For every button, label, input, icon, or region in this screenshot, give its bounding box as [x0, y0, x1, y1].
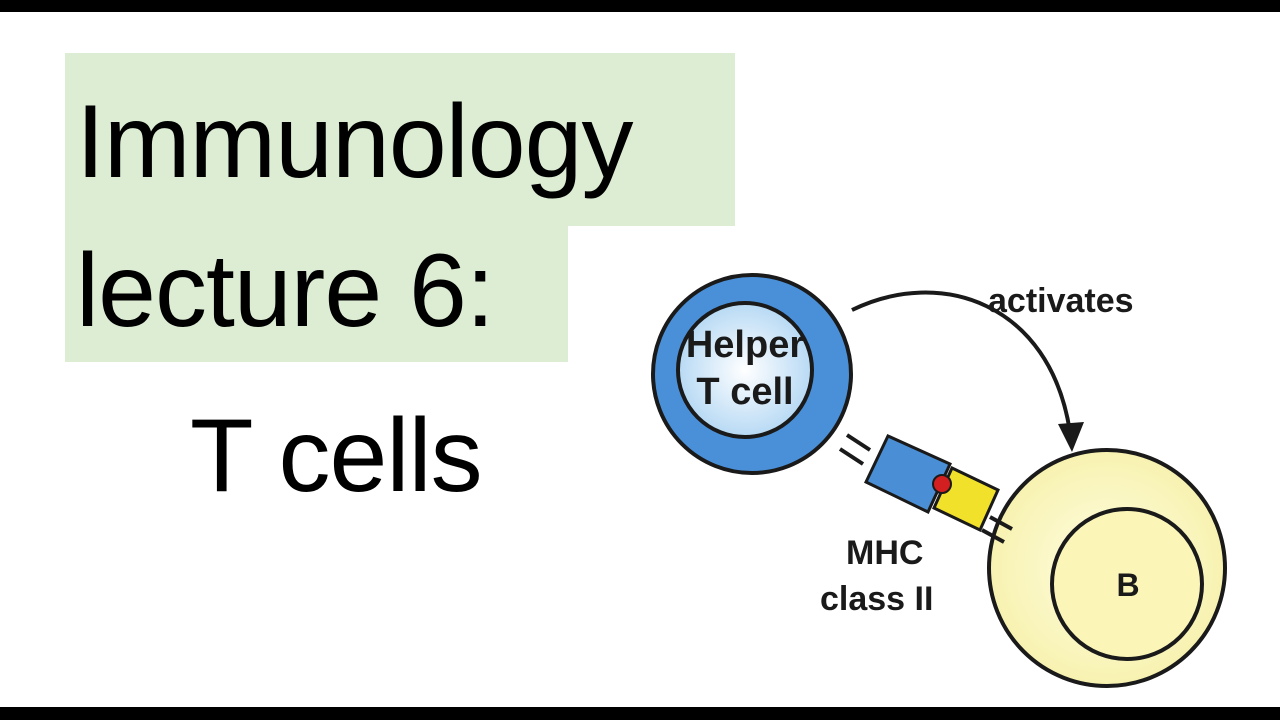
title-highlight: [65, 226, 568, 362]
subtitle: T cells: [190, 398, 483, 514]
t-cell-activation-diagram: Helper T cell B activates MHC: [651, 273, 1227, 688]
title-line-2: lecture 6:: [76, 233, 495, 349]
b-cell: B: [987, 448, 1227, 688]
mhc-label-line-1: MHC: [846, 534, 923, 572]
t-cell-receptor: [838, 433, 952, 515]
title-line-1: Immunology: [76, 84, 633, 200]
arrow-label: activates: [988, 282, 1134, 320]
antigen-icon: [932, 474, 952, 494]
activation-arrow: activates: [851, 282, 1134, 452]
helper-cell-label-line-2: T cell: [696, 371, 793, 413]
b-cell-label: B: [1116, 567, 1139, 603]
helper-cell-label-line-1: Helper: [686, 324, 804, 366]
mhc-class-ii: MHC class II: [820, 465, 1013, 618]
title-highlight: [65, 53, 735, 226]
mhc-label-line-2: class II: [820, 580, 933, 618]
helper-t-cell: Helper T cell: [651, 273, 853, 475]
arrow-head-icon: [1058, 422, 1084, 452]
slide: Immunology lecture 6: T cells Helper T c…: [0, 12, 1280, 707]
